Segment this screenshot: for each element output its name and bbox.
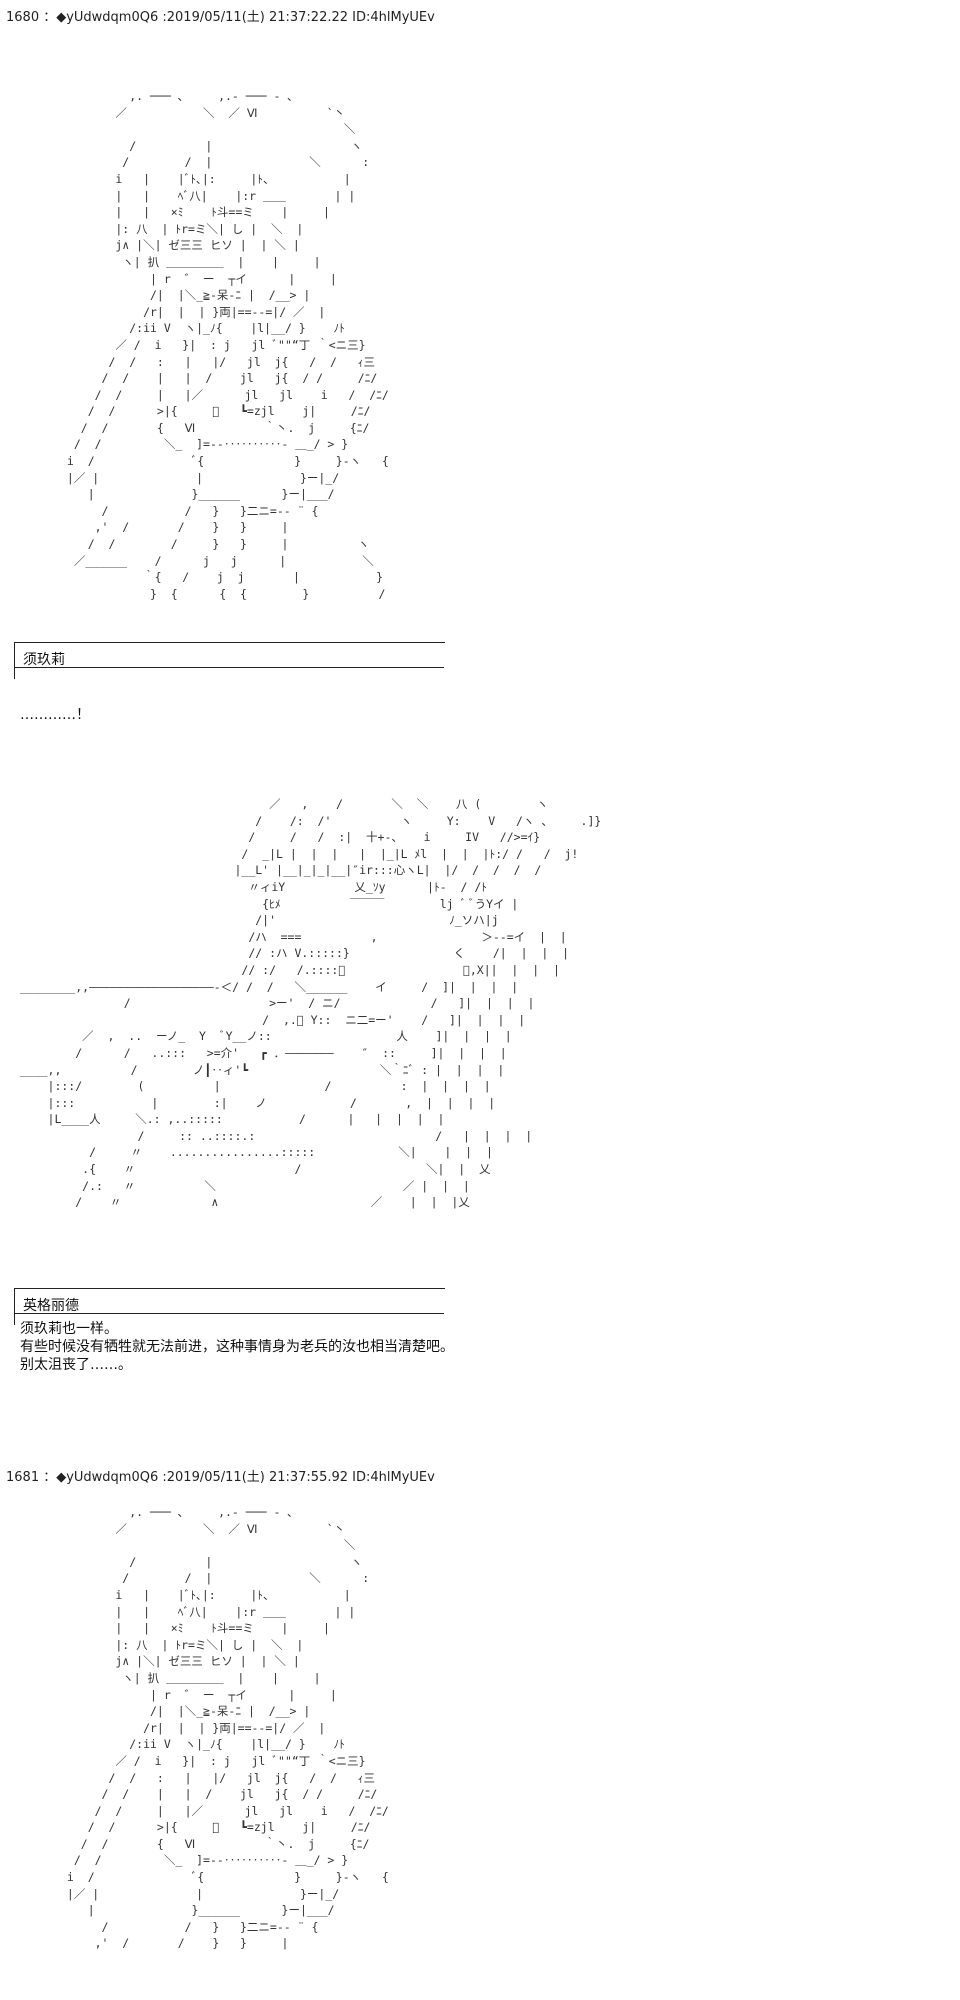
speaker-name: 须玖莉 <box>23 652 65 668</box>
dialogue-text: …………！ <box>20 707 90 723</box>
post-header: 1681 ：◆yUdwdqm0Q6 :2019/05/11(土) 21:37:5… <box>6 1470 435 1485</box>
speaker-name: 英格丽德 <box>23 1298 79 1314</box>
dialogue-text: 须玖莉也一样。 有些时候没有牺牲就无法前进，这种事情身为老兵的汝也相当清楚吧。 … <box>20 1321 454 1373</box>
ascii-art-character-portrait: ,. ─── ､ ,.- ─── - ､ ／ ＼ ／ Ⅵ `丶 ＼ / | ヽ … <box>66 89 389 601</box>
page-footer <box>0 1990 960 2000</box>
post-header: 1680 ：◆yUdwdqm0Q6 :2019/05/11(土) 21:37:2… <box>6 10 435 25</box>
speaker-box: 须玖莉 <box>14 642 445 679</box>
ascii-art-character-portrait: ,. ─── ､ ,.- ─── - ､ ／ ＼ ／ Ⅵ `丶 ＼ / | ヽ … <box>66 1505 389 1951</box>
ascii-art-battle-scene: ／ , / ＼ ＼ 八 ( ヽ / /: /' ヽ Y: V /ヽ 、 .]} … <box>19 797 602 1210</box>
speaker-box: 英格丽德 <box>14 1288 445 1325</box>
